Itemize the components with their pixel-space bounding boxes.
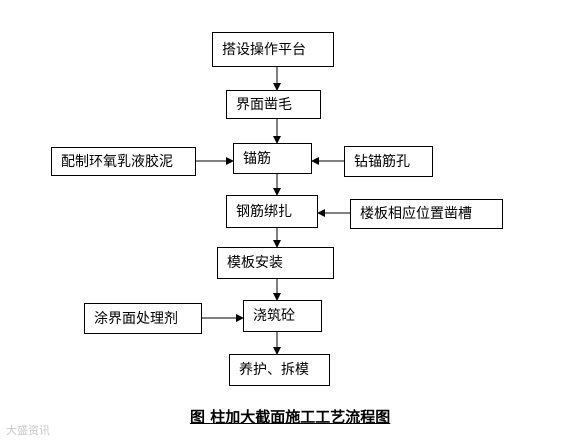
step-label: 钢筋绑扎 [236,203,292,220]
step-build-platform: 搭设操作平台 [212,32,334,67]
step-label: 锚筋 [243,150,271,167]
step-label: 养护、拆模 [239,362,309,378]
input-label: 涂界面处理剂 [94,310,178,327]
step-label: 模板安装 [227,255,283,271]
input-interface-agent: 涂界面处理剂 [84,303,202,334]
figure-caption: 图 柱加大截面施工工艺流程图 [190,408,391,426]
step-anchor-bars: 锚筋 [233,143,312,174]
input-drill-anchor-holes: 钻锚筋孔 [344,146,433,177]
watermark: 大盛资讯 [6,424,50,437]
step-interface-chisel: 界面凿毛 [226,90,321,119]
input-slab-groove: 楼板相应位置凿槽 [350,199,503,229]
input-label: 配制环氧乳液胶泥 [61,153,173,170]
step-formwork-install: 模板安装 [217,247,334,279]
input-epoxy-mortar: 配制环氧乳液胶泥 [51,147,196,176]
step-pour-concrete: 浇筑砼 [243,300,322,332]
input-label: 钻锚筋孔 [354,153,410,170]
step-label: 浇筑砼 [253,308,295,324]
step-label: 界面凿毛 [236,96,292,113]
step-label: 搭设操作平台 [222,41,306,58]
input-label: 楼板相应位置凿槽 [360,206,472,222]
step-rebar-binding: 钢筋绑扎 [226,195,318,228]
step-cure-remove-formwork: 养护、拆模 [229,354,330,386]
